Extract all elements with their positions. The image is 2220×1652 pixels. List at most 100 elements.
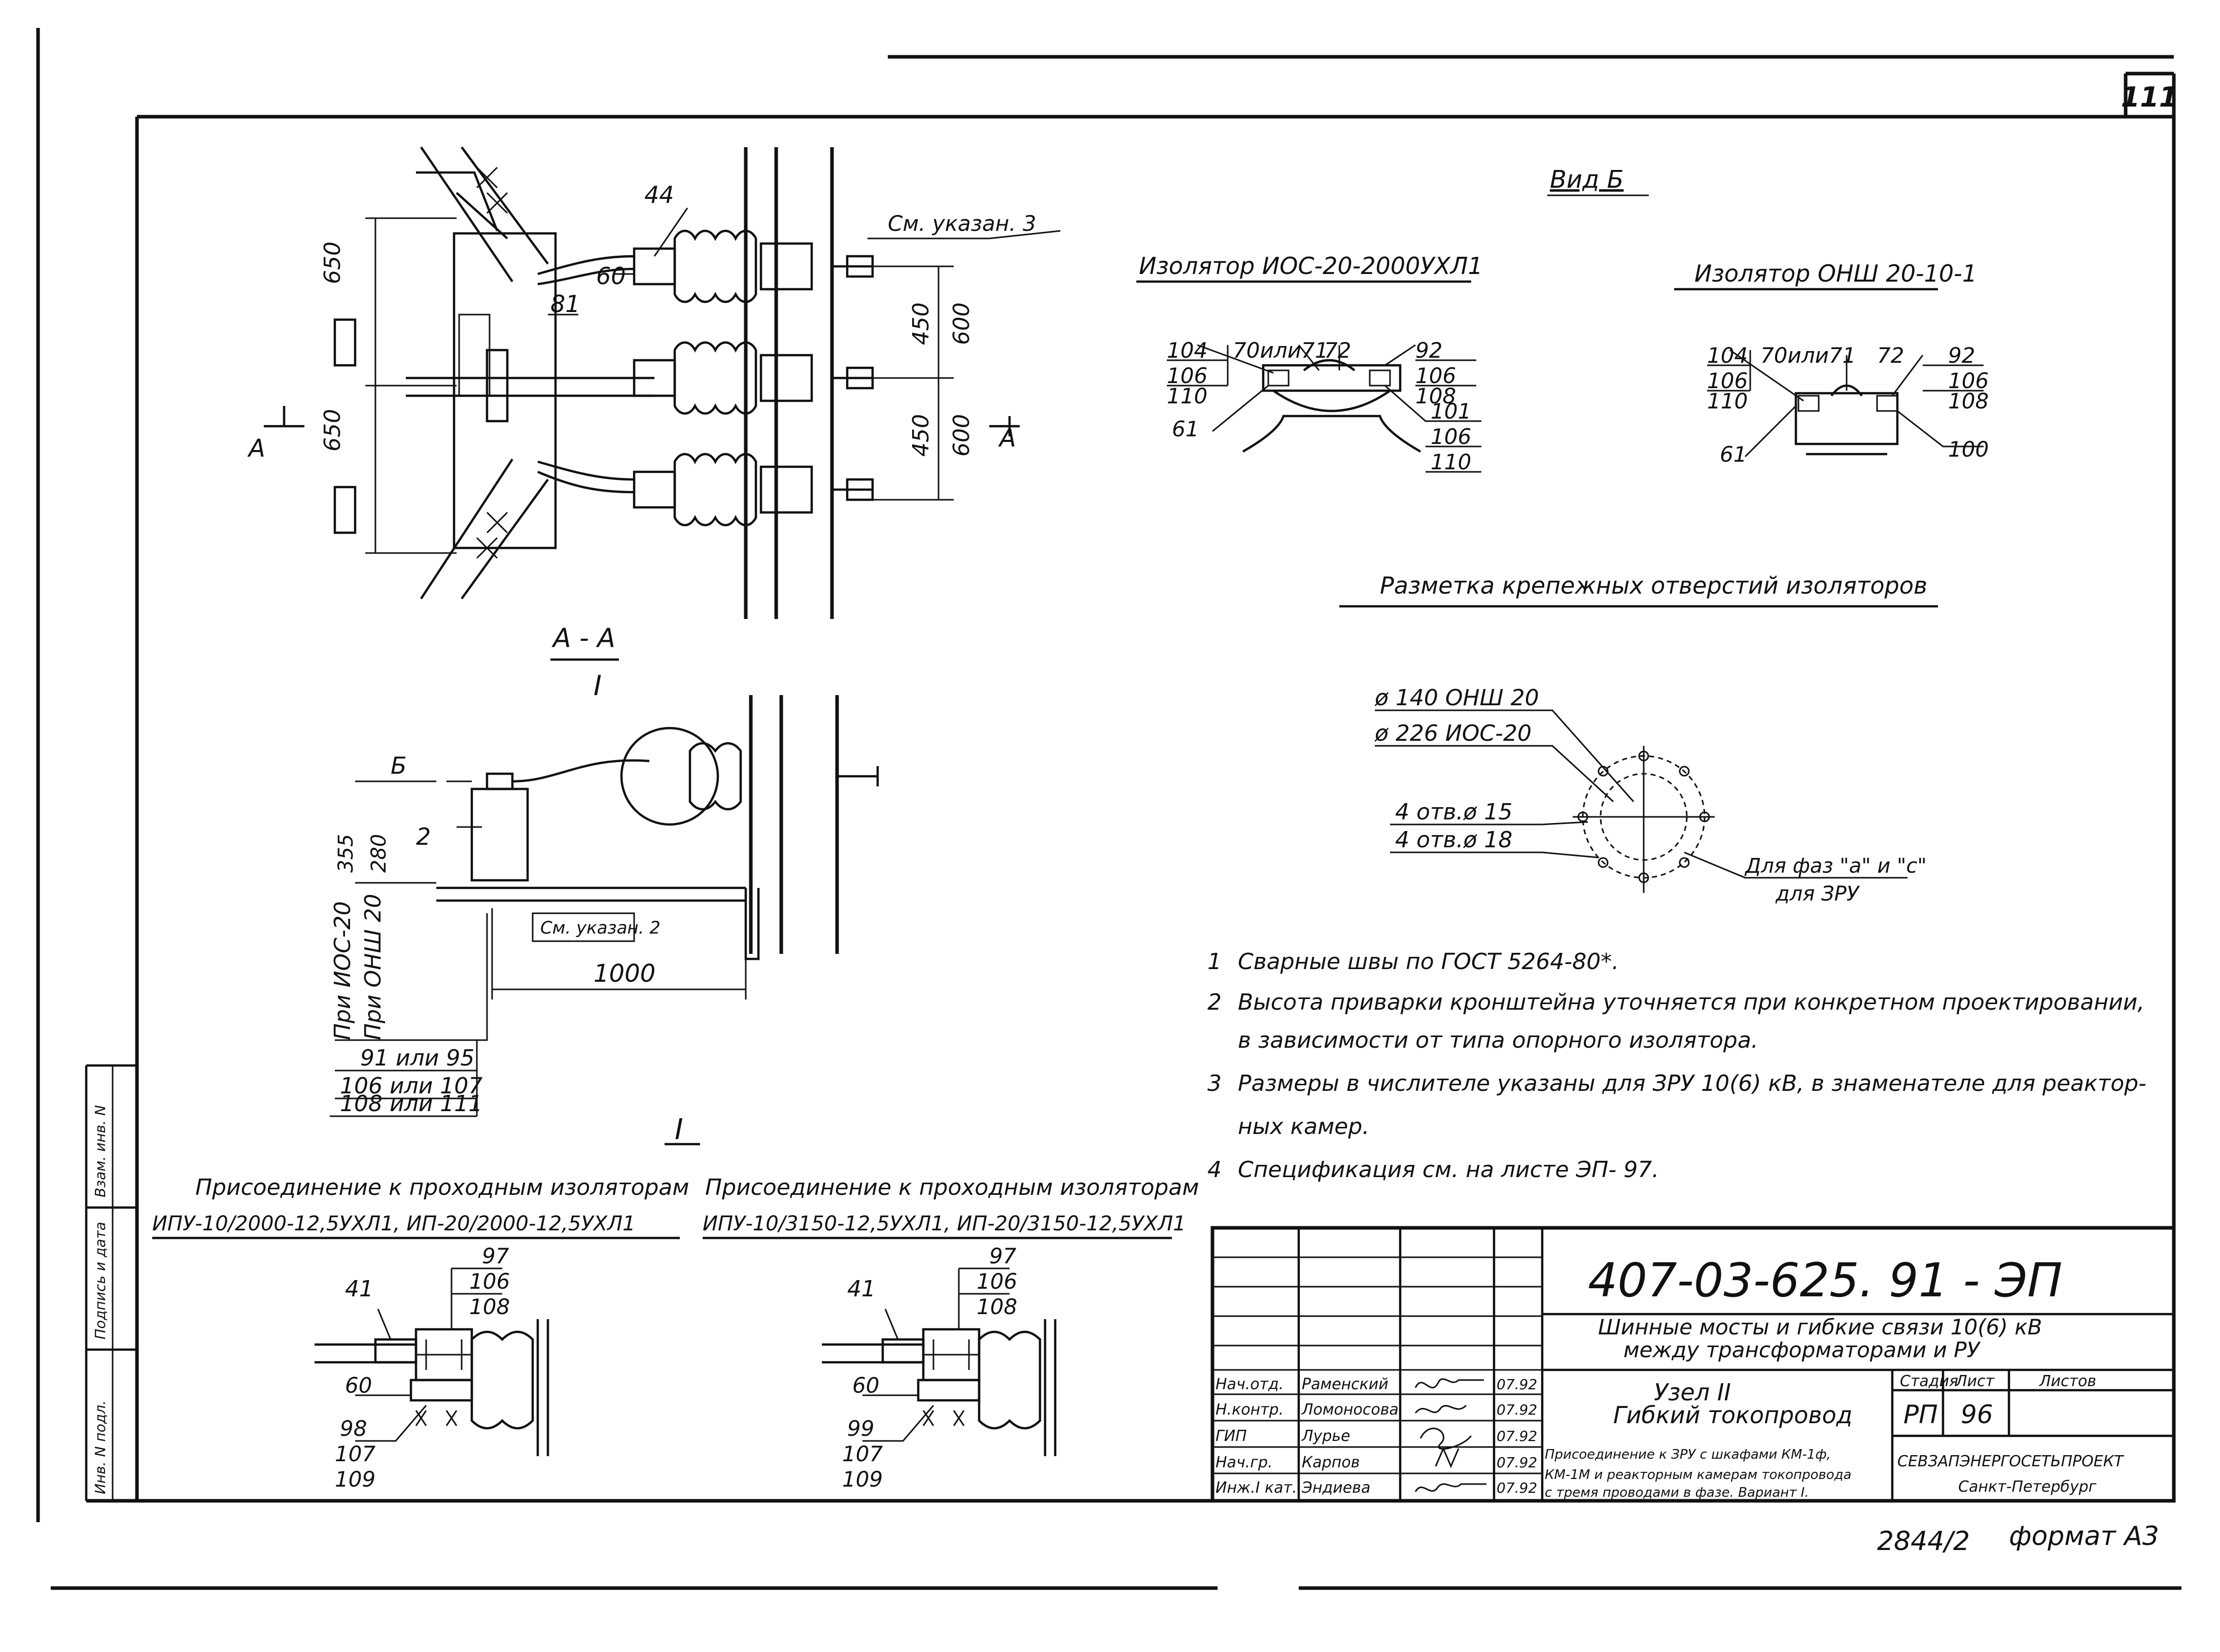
node-right-60: 60 <box>852 1373 879 1398</box>
hole-phase-note: Для фаз "а" и "с" <box>1744 854 1927 878</box>
node-right-41: 41 <box>847 1276 876 1302</box>
node-right-109: 109 <box>842 1467 883 1492</box>
stamp-inv-original: Инв. N подл. <box>92 1400 109 1494</box>
doc-title-1: Шинные мосты и гибкие связи 10(6) кВ <box>1598 1315 2042 1339</box>
spec-91-95: 91 или 95 <box>360 1045 474 1071</box>
stage-header: Стадия <box>1900 1372 1958 1390</box>
ios-110a: 110 <box>1167 384 1207 408</box>
dim-450-top: 450 <box>908 302 934 345</box>
node-left-98: 98 <box>340 1416 367 1441</box>
node-right-97: 97 <box>989 1244 1017 1268</box>
spec-106-107: 106 или 107 <box>340 1073 482 1099</box>
staff-role-5: Инж.I кат. <box>1216 1479 1297 1497</box>
staff-role-3: ГИП <box>1216 1427 1247 1445</box>
hole-226: ø 226 ИОС-20 <box>1374 720 1532 746</box>
node-left-106: 106 <box>469 1269 510 1294</box>
ios-106a: 106 <box>1167 363 1207 388</box>
node-left-60: 60 <box>345 1373 372 1398</box>
ios-106c: 106 <box>1431 424 1471 449</box>
staff-role-1: Нач.отд. <box>1216 1375 1284 1393</box>
onsh-72: 72 <box>1877 343 1904 368</box>
plan-view <box>264 146 1061 619</box>
staff-date-5: 07.92 <box>1497 1479 1537 1496</box>
title-block <box>1210 1226 2176 1503</box>
ios-70-71: 70или71 <box>1233 338 1328 363</box>
section-aa-title: А - А <box>551 623 615 653</box>
node-right-108: 108 <box>977 1294 1017 1319</box>
note-num-1: 1 <box>1207 949 1222 975</box>
note-text-3: Размеры в числителе указаны для ЗРУ 10(6… <box>1238 1071 2146 1096</box>
hole-zru-note: для ЗРУ <box>1775 882 1860 906</box>
sheet-header: Лист <box>1955 1372 1995 1390</box>
desc-line-3: с тремя проводами в фазе. Вариант I. <box>1545 1485 1809 1500</box>
notes: 1 Сварные швы по ГОСТ 5264-80*. 2 Высота… <box>1207 949 2146 1183</box>
node-right-drawing <box>822 1267 1057 1456</box>
label-81: 81 <box>550 290 580 318</box>
org-city: Санкт-Петербург <box>1958 1478 2097 1496</box>
hole-pattern <box>1375 709 1907 893</box>
dim-650-top: 650 <box>320 242 345 284</box>
staff-name-3: Лурье <box>1301 1427 1350 1445</box>
ios-106b: 106 <box>1415 363 1456 388</box>
staff-date-1: 07.92 <box>1497 1376 1537 1393</box>
staff-date-3: 07.92 <box>1497 1428 1537 1444</box>
org-name: СЕВЗАПЭНЕРГОСЕТЬПРОЕКТ <box>1897 1453 2125 1470</box>
onsh-title: Изолятор ОНШ 20-10-1 <box>1694 260 1977 287</box>
onsh-110: 110 <box>1707 389 1748 414</box>
doc-title-2: между трансформаторами и РУ <box>1623 1337 1981 1362</box>
note-text-4: Спецификация см. на листе ЭП- 97. <box>1238 1157 1659 1183</box>
label-b: Б <box>391 752 407 779</box>
sheet-number: 111 <box>2121 81 2178 113</box>
node-left-title1: Присоединение к проходным изоляторам <box>195 1175 689 1200</box>
spec-108-111: 108 или 111 <box>340 1091 482 1117</box>
label-60: 60 <box>596 262 626 290</box>
doc-code: 407-03-625. 91 - ЭП <box>1588 1253 2062 1307</box>
dim-650-bottom: 650 <box>320 409 345 452</box>
side-stamp: Взам. инв. N Подпись и дата Инв. N подл. <box>85 1064 137 1501</box>
note-text-1: Сварные швы по ГОСТ 5264-80*. <box>1238 949 1619 975</box>
node-left-drawing <box>315 1267 549 1456</box>
dim-450-bottom: 450 <box>908 414 934 457</box>
signature-4 <box>1435 1447 1460 1468</box>
staff-rows: Нач.отд. Раменский 07.92 Н.контр. Ломоно… <box>1216 1375 1537 1497</box>
note-text-3b: ных камер. <box>1238 1114 1369 1140</box>
note-num-2: 2 <box>1207 989 1222 1015</box>
staff-name-2: Ломоносова <box>1301 1401 1399 1419</box>
onsh-100: 100 <box>1948 437 1989 462</box>
dim-600-top: 600 <box>949 302 975 345</box>
staff-name-4: Карпов <box>1302 1454 1360 1471</box>
dim-355: 355 <box>334 834 358 873</box>
onsh-106a: 106 <box>1707 368 1748 393</box>
holes-title: Разметка крепежных отверстий изоляторов <box>1380 572 1927 599</box>
node-right-99: 99 <box>847 1416 874 1441</box>
staff-name-1: Раменский <box>1302 1375 1389 1393</box>
onsh-70-71: 70или71 <box>1760 343 1856 368</box>
signature-5 <box>1414 1483 1486 1492</box>
sheets-header: Листов <box>2039 1372 2096 1390</box>
note-text-2b: в зависимости от типа опорного изолятора… <box>1238 1027 1758 1053</box>
onsh-61: 61 <box>1720 442 1747 467</box>
onsh-108: 108 <box>1948 389 1989 414</box>
node-right-title1: Присоединение к проходным изоляторам <box>705 1175 1199 1200</box>
node-i-label: I <box>675 1113 683 1146</box>
note-ios: При ИОС-20 <box>330 901 356 1040</box>
desc-line-2: КМ-1М и реакторным камерам токопровода <box>1545 1467 1852 1483</box>
onsh-92: 92 <box>1948 343 1975 368</box>
note-onsh: При ОНШ 20 <box>360 894 386 1040</box>
paper-format: формат А3 <box>2009 1521 2159 1552</box>
dim-280: 280 <box>367 834 391 873</box>
sheet-value: 96 <box>1961 1400 1993 1429</box>
node-left-title2: ИПУ-10/2000-12,5УХЛ1, ИП-20/2000-12,5УХЛ… <box>152 1212 636 1235</box>
section-aa <box>330 658 879 1117</box>
ios-110b: 110 <box>1431 450 1471 474</box>
hole-140: ø 140 ОНШ 20 <box>1374 685 1539 711</box>
node-right-title2: ИПУ-10/3150-12,5УХЛ1, ИП-20/3150-12,5УХЛ… <box>703 1212 1186 1235</box>
node-left-97: 97 <box>482 1244 509 1268</box>
ref-note-3: См. указан. 3 <box>888 211 1036 236</box>
note-num-4: 4 <box>1207 1157 1222 1183</box>
staff-name-5: Эндиева <box>1301 1479 1370 1497</box>
onsh-104: 104 <box>1707 343 1748 368</box>
node-left-108: 108 <box>469 1294 510 1319</box>
dim-600-bottom: 600 <box>949 414 975 457</box>
section-mark-a-left: А <box>247 434 265 463</box>
